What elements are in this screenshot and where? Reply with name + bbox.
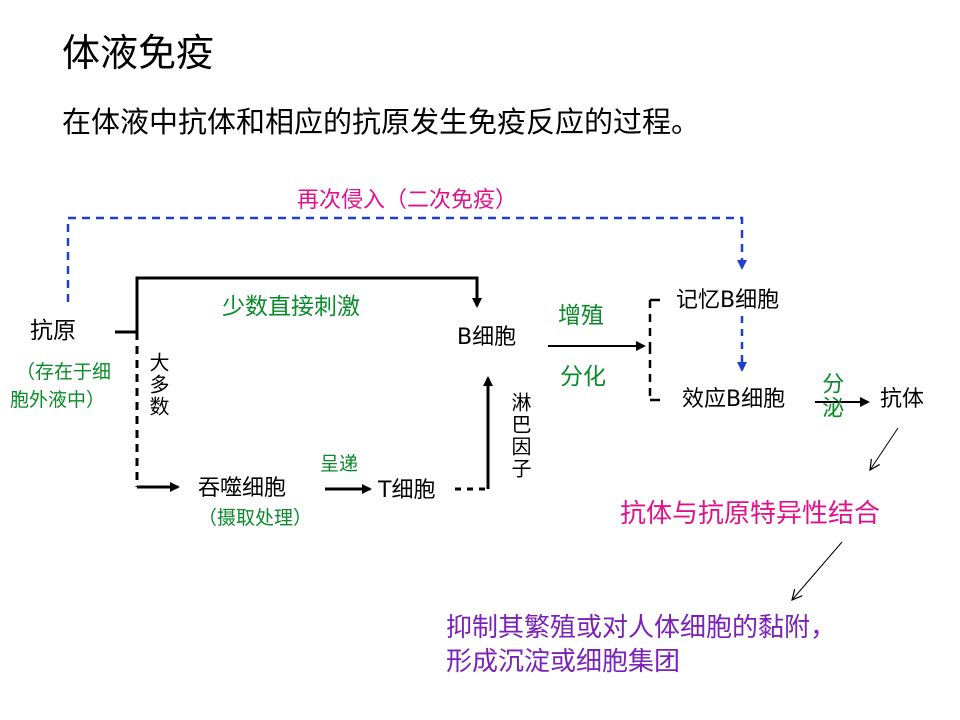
page-title: 体液免疫 (62, 31, 215, 75)
phagocyte-node: 吞噬细胞 (198, 476, 287, 501)
antigen-node: 抗原 (30, 318, 76, 344)
t-cell-node: T细胞 (378, 478, 436, 503)
minority-label: 少数直接刺激 (222, 294, 360, 320)
antigen-note-line1: （存在于细 (16, 361, 112, 383)
antibody-node: 抗体 (880, 387, 925, 412)
minority-path (135, 276, 482, 332)
reinvasion-label: 再次侵入（二次免疫） (297, 188, 518, 213)
result-line1: 抑制其繁殖或对人体细胞的黏附， (446, 613, 837, 643)
lymphokine-label: 淋巴因子 (508, 392, 532, 480)
reinvasion-path (66, 216, 747, 302)
phagocyte-note: （摄取处理） (198, 507, 313, 529)
binding-to-result-arrow (792, 541, 843, 600)
effector-b-cell-node: 效应B细胞 (682, 387, 786, 412)
antigen-note-line2: 胞外液中） (10, 389, 106, 411)
proliferate-label: 增殖 (558, 303, 604, 329)
present-label: 呈递 (320, 453, 359, 475)
majority-label: 大多数 (146, 352, 170, 418)
memory-b-cell-node: 记忆B细胞 (676, 288, 780, 313)
secrete-label: 分泌 (818, 372, 844, 420)
b-cell-node: B细胞 (457, 325, 517, 350)
differentiate-label: 分化 (560, 364, 606, 390)
antibody-to-binding-arrow (870, 427, 899, 470)
result-line2: 形成沉淀或细胞集团 (446, 647, 681, 677)
binding-text: 抗体与抗原特异性结合 (620, 499, 881, 529)
page-subtitle: 在体液中抗体和相应的抗原发生免疫反应的过程。 (62, 105, 701, 139)
